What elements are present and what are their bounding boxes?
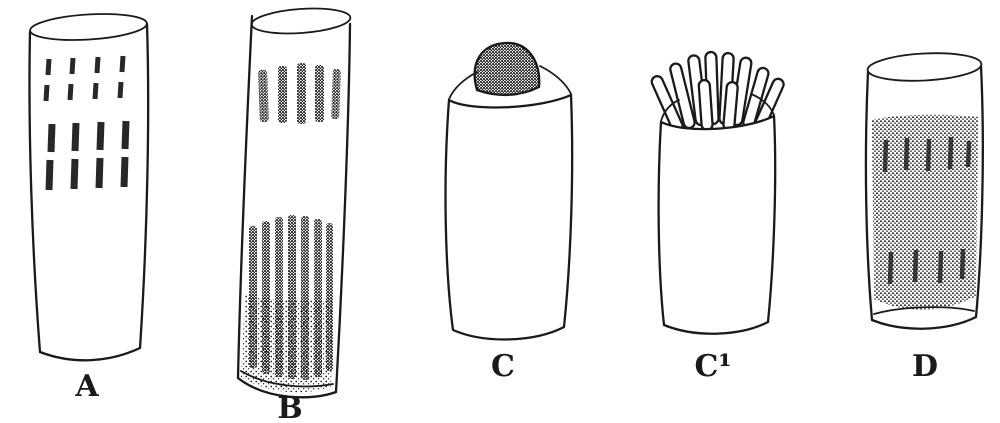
figure-c: C [444, 41, 574, 384]
figure-c1: C¹ [650, 50, 785, 384]
tube-d-body [864, 64, 984, 330]
figure-a-label: A [74, 369, 99, 404]
tube-b-body [236, 14, 352, 399]
figure-c1-label: C¹ [694, 349, 731, 384]
tube-c-rim-right [539, 65, 572, 95]
tube-c1-tentacles [650, 50, 785, 134]
tube-b-rim [250, 7, 352, 35]
figure-c-label: C [491, 349, 515, 384]
tube-c1-rim-left [660, 99, 680, 122]
tube-d-rim [866, 52, 983, 82]
tube-d-marks [882, 136, 972, 285]
tube-b-marks [249, 63, 341, 380]
figure-d: D [864, 52, 984, 384]
tube-c-dome [473, 41, 541, 97]
tube-b-bottom-arc [240, 370, 334, 388]
tube-c-rim-left [448, 71, 478, 100]
tube-a-marks [43, 55, 130, 191]
tube-a-rim [29, 13, 148, 41]
tube-c-body [444, 93, 574, 341]
tube-d-bottom-arc [873, 306, 975, 315]
figure-b-label: B [277, 391, 302, 423]
figure-b: B [236, 7, 352, 423]
figure-a: A [28, 13, 150, 404]
figure-d-label: D [912, 349, 938, 384]
tube-a-body [28, 22, 150, 362]
tube-c1-rim-right [750, 93, 775, 116]
tube-c1-body [657, 114, 777, 335]
